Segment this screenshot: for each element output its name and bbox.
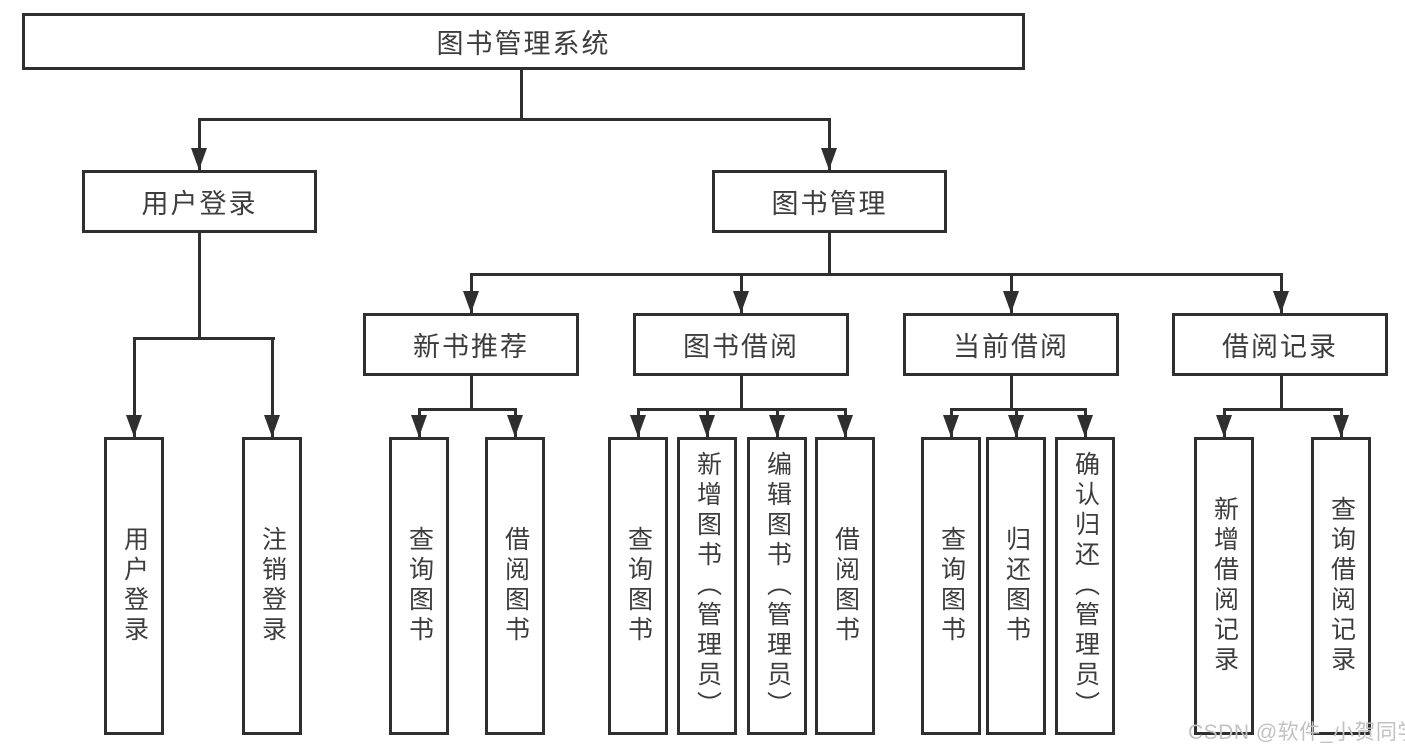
leaf-edit-book-admin: 编辑图书（管理员）	[747, 437, 807, 735]
leaf-query-books-current: 查询图书	[921, 437, 981, 735]
connector-vline	[198, 233, 201, 340]
connector-vline	[1280, 376, 1283, 411]
connector-arrow-down	[126, 337, 142, 437]
connector-arrow-down	[699, 408, 715, 437]
connector-hline	[1223, 408, 1343, 411]
node-label: 用户登录	[141, 189, 258, 219]
connector-hline	[470, 273, 1283, 276]
connector-vline	[520, 70, 523, 118]
connector-arrow-down	[264, 337, 280, 437]
connector-arrow-down	[1003, 273, 1019, 313]
node-library-management-system: 图书管理系统	[22, 13, 1025, 70]
leaf-label: 新增图书（管理员）	[693, 451, 722, 721]
leaf-label: 查询图书	[624, 526, 653, 646]
leaf-label: 借阅图书	[831, 526, 860, 646]
connector-arrow-down	[943, 408, 959, 437]
connector-arrow-down	[733, 273, 749, 313]
leaf-label: 确认归还（管理员）	[1071, 451, 1100, 721]
node-new-book-recommend: 新书推荐	[363, 313, 579, 376]
leaf-label: 查询借阅记录	[1327, 496, 1356, 676]
connector-arrow-down	[411, 408, 427, 437]
connector-vline	[828, 233, 831, 276]
node-current-borrowing: 当前借阅	[903, 313, 1119, 376]
connector-arrow-down	[507, 408, 523, 437]
leaf-user-login: 用户登录	[104, 437, 164, 735]
connector-arrow-down	[1333, 408, 1349, 437]
leaf-logout: 注销登录	[242, 437, 302, 735]
node-borrowing-records: 借阅记录	[1172, 313, 1388, 376]
connector-arrow-down	[1077, 408, 1093, 437]
leaf-query-borrow-record: 查询借阅记录	[1311, 437, 1371, 735]
connector-arrow-down	[630, 408, 646, 437]
connector-arrow-down	[191, 118, 207, 170]
leaf-add-borrow-record: 新增借阅记录	[1194, 437, 1254, 735]
node-label: 图书管理系统	[436, 29, 611, 59]
leaf-borrow-books-recommend: 借阅图书	[485, 437, 545, 735]
leaf-label: 归还图书	[1002, 526, 1031, 646]
node-label: 当前借阅	[953, 332, 1069, 362]
connector-arrow-down	[837, 408, 853, 437]
connector-hline	[418, 408, 517, 411]
connector-arrow-down	[1273, 273, 1289, 313]
connector-vline	[740, 376, 743, 411]
leaf-label: 查询图书	[937, 526, 966, 646]
connector-arrow-down	[821, 118, 837, 170]
connector-arrow-down	[1216, 408, 1232, 437]
node-book-management: 图书管理	[712, 170, 947, 233]
csdn-watermark: CSDN @软件_小贺同学	[1188, 721, 1405, 744]
node-user-login: 用户登录	[82, 170, 317, 233]
leaf-label: 借阅图书	[501, 526, 530, 646]
node-label: 新书推荐	[413, 332, 529, 362]
leaf-label: 用户登录	[120, 526, 149, 646]
connector-vline	[470, 376, 473, 411]
connector-vline	[1010, 376, 1013, 411]
connector-hline	[637, 408, 847, 411]
leaf-label: 查询图书	[405, 526, 434, 646]
leaf-label: 编辑图书（管理员）	[763, 451, 792, 721]
connector-hline	[133, 337, 275, 340]
leaf-borrow-books: 借阅图书	[815, 437, 875, 735]
leaf-query-books-borrowing: 查询图书	[608, 437, 668, 735]
connector-arrow-down	[463, 273, 479, 313]
node-label: 图书借阅	[683, 332, 799, 362]
leaf-add-book-admin: 新增图书（管理员）	[677, 437, 737, 735]
leaf-label: 注销登录	[258, 526, 287, 646]
connector-hline	[950, 408, 1087, 411]
leaf-query-books-recommend: 查询图书	[389, 437, 449, 735]
connector-hline	[198, 118, 831, 121]
leaf-return-book: 归还图书	[986, 437, 1046, 735]
leaf-label: 新增借阅记录	[1210, 496, 1239, 676]
connector-arrow-down	[769, 408, 785, 437]
node-book-borrowing: 图书借阅	[633, 313, 849, 376]
node-label: 图书管理	[771, 189, 888, 219]
connector-arrow-down	[1008, 408, 1024, 437]
node-label: 借阅记录	[1222, 332, 1338, 362]
leaf-confirm-return-admin: 确认归还（管理员）	[1055, 437, 1115, 735]
